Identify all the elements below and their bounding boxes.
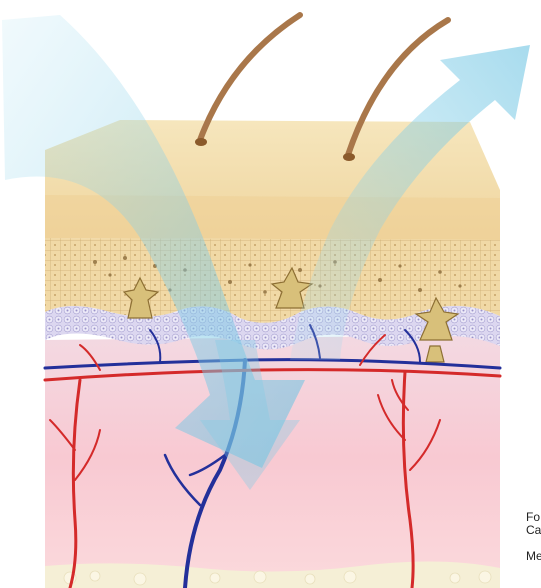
caption-line-3: Me (526, 550, 541, 563)
caption-line-2: Ca (526, 524, 541, 537)
